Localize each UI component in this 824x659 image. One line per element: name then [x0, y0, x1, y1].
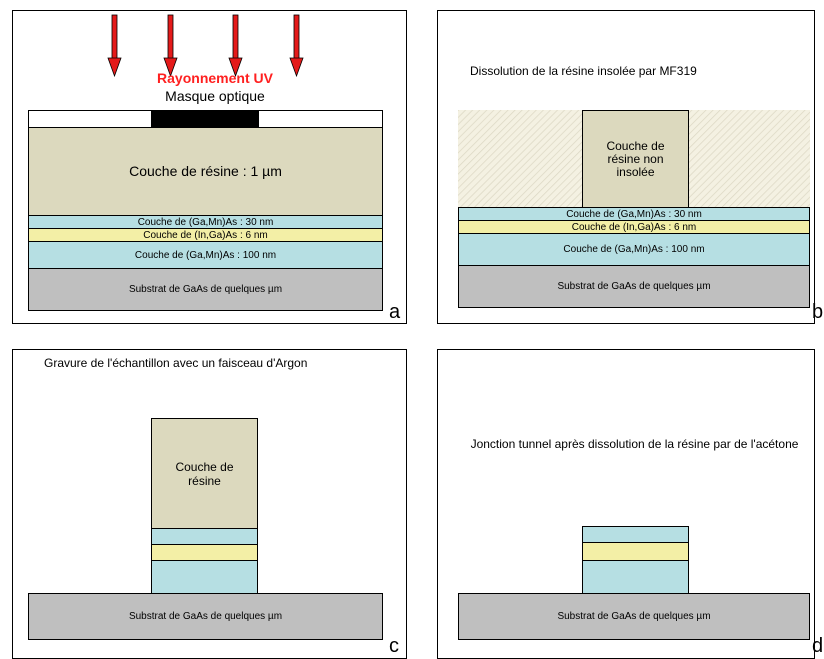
ingaas-layer-b: Couche de (In,Ga)As : 6 nm — [458, 220, 810, 234]
panel-c-title: Gravure de l'échantillon avec un faiscea… — [44, 356, 308, 370]
substrate-layer-b: Substrat de GaAs de quelques µm — [458, 265, 810, 308]
substrate-layer-d: Substrat de GaAs de quelques µm — [458, 593, 810, 640]
gamnas-bottom-mesa-d — [582, 560, 689, 594]
panel-letter-d: d — [812, 635, 824, 657]
substrate-layer-c: Substrat de GaAs de quelques µm — [28, 593, 383, 640]
ingaas-layer: Couche de (In,Ga)As : 6 nm — [28, 228, 383, 242]
uv-arrow-3 — [228, 14, 243, 78]
panel-letter-b: b — [812, 301, 824, 323]
uv-arrow-4 — [289, 14, 304, 78]
gamnas-top-mesa-d — [582, 526, 689, 543]
gamnas-top-layer: Couche de (Ga,Mn)As : 30 nm — [28, 215, 383, 229]
panel-b-title: Dissolution de la résine insolée par MF3… — [470, 64, 697, 78]
panel-letter-a: a — [389, 301, 401, 323]
uv-label: Rayonnement UV — [157, 70, 273, 86]
ingaas-mesa-c — [151, 544, 258, 561]
mask-label: Masque optique — [165, 88, 265, 104]
gamnas-top-mesa-c — [151, 528, 258, 545]
panel-letter-c: c — [389, 635, 399, 657]
gamnas-bottom-mesa-c — [151, 560, 258, 594]
resin-layer: Couche de résine : 1 µm — [28, 127, 383, 216]
gamnas-top-layer-b: Couche de (Ga,Mn)As : 30 nm — [458, 207, 810, 221]
gamnas-bottom-layer: Couche de (Ga,Mn)As : 100 nm — [28, 241, 383, 269]
resin-block-c: Couche de résine — [151, 418, 258, 529]
uv-arrow-2 — [163, 14, 178, 78]
uv-arrows — [107, 14, 304, 78]
unexposed-resin-block: Couche de résine non insolée — [582, 110, 689, 208]
uv-arrow-1 — [107, 14, 122, 78]
gamnas-bottom-layer-b: Couche de (Ga,Mn)As : 100 nm — [458, 233, 810, 266]
substrate-layer: Substrat de GaAs de quelques µm — [28, 268, 383, 311]
ingaas-mesa-d — [582, 542, 689, 561]
panel-d-title: Jonction tunnel après dissolution de la … — [470, 437, 799, 451]
optical-mask-opaque — [151, 110, 259, 128]
